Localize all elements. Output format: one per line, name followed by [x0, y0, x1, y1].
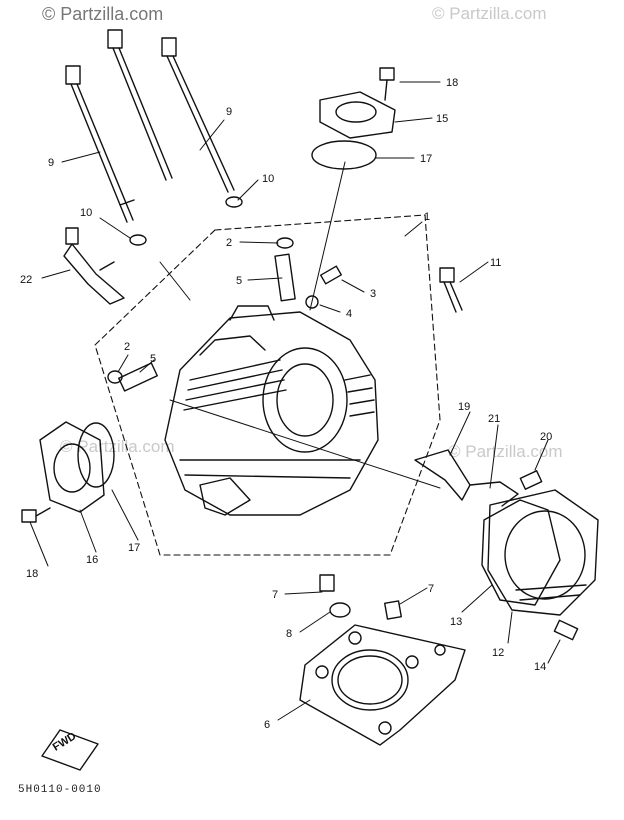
watermark-top-right: © Partzilla.com — [432, 4, 547, 23]
callout-9-right: 9 — [226, 106, 232, 118]
callout-5-upper: 5 — [236, 275, 242, 287]
callout-9-left: 9 — [48, 157, 54, 169]
callout-17-left: 17 — [128, 542, 140, 554]
dowel-pin — [305, 295, 319, 309]
watermark-mid-right: © Partzilla.com — [448, 442, 563, 461]
callout-21: 21 — [488, 413, 500, 425]
callout-13: 13 — [450, 616, 462, 628]
bolt-14 — [553, 619, 579, 641]
callout-19: 19 — [458, 401, 470, 413]
tappet-cover-top — [319, 91, 396, 139]
bolt-11 — [439, 267, 463, 313]
callout-5-left: 5 — [150, 353, 156, 365]
head-gasket — [299, 624, 466, 746]
side-cover-gasket — [481, 499, 561, 606]
callout-10-left: 10 — [80, 207, 92, 219]
callout-22: 22 — [20, 274, 32, 286]
callout-10-right: 10 — [262, 173, 274, 185]
hose-clamp — [469, 481, 519, 507]
callout-7-left: 7 — [272, 589, 278, 601]
head-bolt-left — [65, 65, 135, 223]
callout-18-left: 18 — [26, 568, 38, 580]
valve-guide-left — [118, 362, 158, 392]
dowel-pin-left — [319, 574, 335, 592]
bracket — [414, 449, 471, 501]
callout-12: 12 — [492, 647, 504, 659]
callout-2-left: 2 — [124, 341, 130, 353]
assembly-boundary — [94, 214, 441, 556]
head-bolt-middle — [107, 29, 173, 181]
callout-8: 8 — [286, 628, 292, 640]
callout-1: 1 — [424, 211, 430, 223]
diagram-code: 5H0110-0010 — [18, 784, 102, 796]
o-ring-left — [77, 422, 115, 488]
callout-20: 20 — [540, 431, 552, 443]
callout-17-top: 17 — [420, 153, 432, 165]
callout-7-right: 7 — [428, 583, 434, 595]
cover-bolt-left — [21, 509, 37, 523]
callout-11: 11 — [490, 257, 501, 269]
o-ring-top — [311, 140, 377, 170]
valve-guide-upper — [274, 253, 296, 302]
callout-15: 15 — [436, 113, 448, 125]
callout-6: 6 — [264, 719, 270, 731]
cylinder-head — [164, 305, 379, 516]
dowel-pin-right — [384, 600, 402, 620]
callout-14: 14 — [534, 661, 546, 673]
callout-18-top: 18 — [446, 77, 458, 89]
cover-bolt-top — [379, 67, 395, 81]
washer-left — [129, 234, 147, 246]
watermark-top-left: © Partzilla.com — [42, 4, 164, 24]
head-bolt-right — [161, 37, 235, 193]
leader-lines — [29, 81, 561, 721]
o-ring-8 — [329, 602, 351, 618]
tappet-cover-left — [39, 421, 105, 513]
callout-3: 3 — [370, 288, 376, 300]
washer-right — [225, 196, 243, 208]
callout-2-upper: 2 — [226, 237, 232, 249]
stud-bolt — [320, 265, 342, 285]
callout-4: 4 — [346, 308, 352, 320]
clip-left — [107, 370, 123, 384]
fwd-arrow — [41, 729, 99, 771]
clip-upper — [276, 237, 294, 249]
spark-plug — [63, 227, 125, 305]
callout-labels: 1 2 2 3 4 5 5 6 7 7 8 9 9 10 10 11 12 13… — [20, 77, 552, 731]
bolt-20 — [519, 470, 543, 490]
callout-16: 16 — [86, 554, 98, 566]
watermark-mid-left: © Partzilla.com — [60, 437, 175, 456]
side-cover — [487, 489, 599, 616]
